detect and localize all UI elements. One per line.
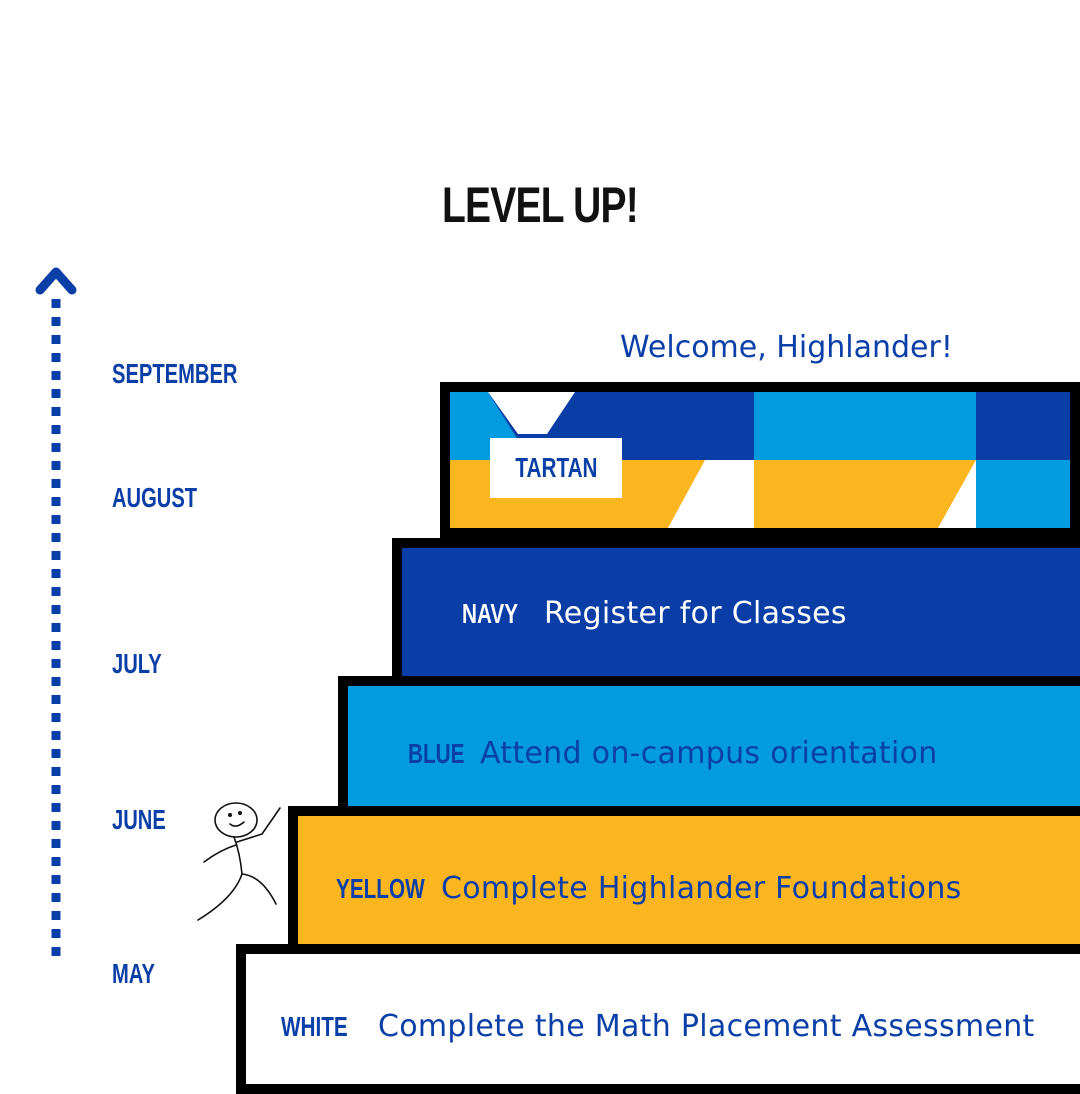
step-navy: NAVY Register for Classes <box>392 538 1080 688</box>
welcome-message: Welcome, Highlander! <box>620 330 953 365</box>
level-label-blue: BLUE <box>408 738 465 769</box>
month-august: AUGUST <box>112 482 198 513</box>
task-orientation: Attend on-campus orientation <box>480 736 938 771</box>
level-label-navy: NAVY <box>462 598 519 629</box>
task-math-placement: Complete the Math Placement Assessment <box>378 1009 1035 1044</box>
tartan-label-box: TARTAN <box>490 438 622 498</box>
month-september: SEPTEMBER <box>112 358 238 389</box>
step-tartan <box>440 382 1080 538</box>
month-june: JUNE <box>112 804 166 835</box>
timeline-arrow <box>35 267 77 956</box>
arrow-up-icon <box>35 267 77 295</box>
task-foundations: Complete Highlander Foundations <box>441 871 962 906</box>
month-july: JULY <box>112 648 162 679</box>
tartan-pattern <box>450 392 1070 528</box>
page-title: LEVEL UP! <box>442 177 639 233</box>
level-label-yellow: YELLOW <box>336 873 425 904</box>
step-white: WHITE Complete the Math Placement Assess… <box>236 944 1080 1094</box>
stick-figure-icon <box>197 802 281 921</box>
task-register-classes: Register for Classes <box>544 596 847 631</box>
level-label-white: WHITE <box>281 1011 348 1042</box>
step-yellow: YELLOW Complete Highlander Foundations <box>288 806 1080 956</box>
month-may: MAY <box>112 958 155 989</box>
level-label-tartan: TARTAN <box>514 452 598 483</box>
step-blue: BLUE Attend on-campus orientation <box>338 676 1080 818</box>
